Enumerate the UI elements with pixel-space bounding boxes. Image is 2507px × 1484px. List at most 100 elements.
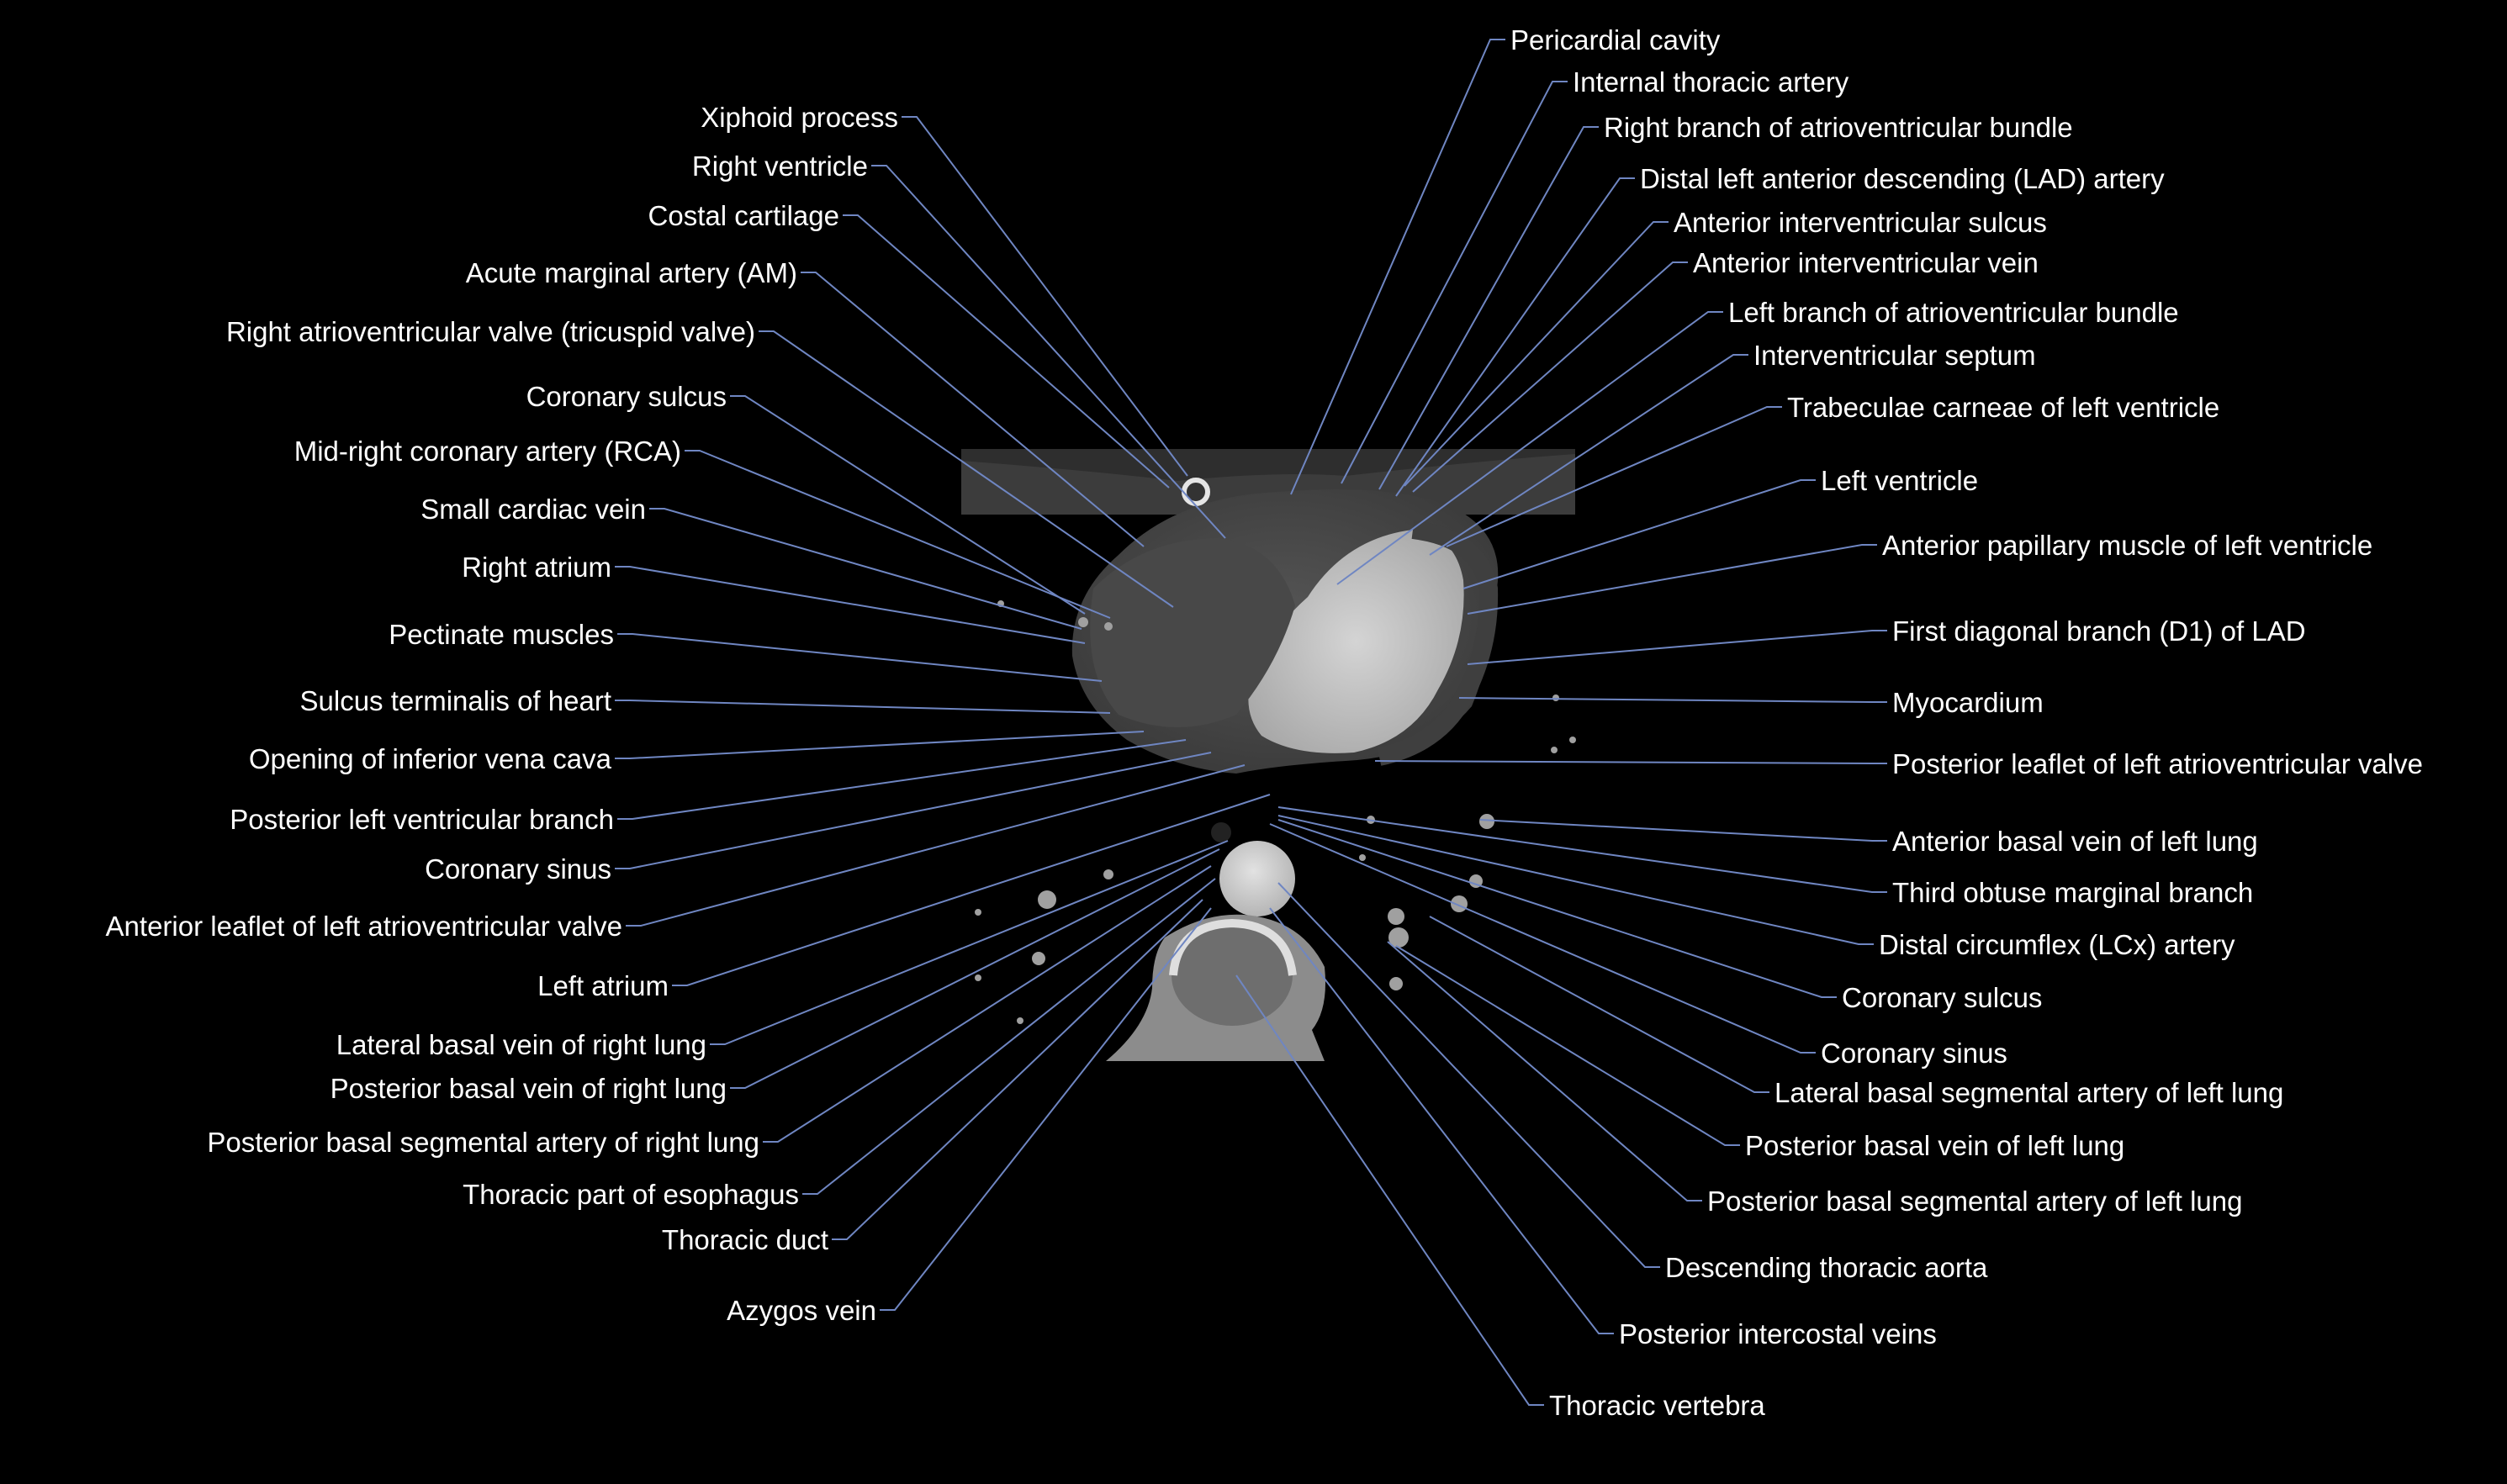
leader-line-right-trabeculae-carneae-of-left-ventricle xyxy=(1446,406,1782,547)
leader-line-right-posterior-leaflet-of-left-atrioventricular-valve xyxy=(1374,760,1887,764)
leader-line-left-xiphoid-process xyxy=(902,116,1188,477)
label-right-lateral-basal-segmental-artery-of-left-lung: Lateral basal segmental artery of left l… xyxy=(1774,1077,2283,1108)
leader-line-right-lateral-basal-segmental-artery-of-left-lung xyxy=(1429,916,1769,1093)
label-left-thoracic-part-of-esophagus: Thoracic part of esophagus xyxy=(463,1179,799,1210)
leader-line-right-thoracic-vertebra xyxy=(1235,974,1544,1406)
label-left-right-ventricle: Right ventricle xyxy=(692,151,868,182)
leader-line-right-coronary-sinus xyxy=(1269,823,1816,1054)
label-right-posterior-basal-vein-of-left-lung: Posterior basal vein of left lung xyxy=(1745,1130,2124,1161)
label-left-opening-of-inferior-vena-cava: Opening of inferior vena cava xyxy=(249,743,612,774)
leader-line-right-pericardial-cavity xyxy=(1290,39,1505,495)
label-right-coronary-sulcus: Coronary sulcus xyxy=(1842,982,2042,1013)
leader-line-left-costal-cartilage xyxy=(843,214,1170,489)
internal-thoracic-artery-ring xyxy=(1182,478,1210,506)
leader-line-right-right-branch-of-atrioventricular-bundle xyxy=(1378,126,1599,490)
label-left-posterior-basal-segmental-artery-of-right-lung: Posterior basal segmental artery of righ… xyxy=(207,1127,759,1158)
label-left-sulcus-terminalis-of-heart: Sulcus terminalis of heart xyxy=(300,685,612,716)
leader-line-right-anterior-papillary-muscle-of-left-ventricle xyxy=(1467,544,1877,615)
label-left-lateral-basal-vein-of-right-lung: Lateral basal vein of right lung xyxy=(336,1029,706,1060)
leader-line-left-coronary-sulcus xyxy=(730,395,1086,615)
label-right-posterior-intercostal-veins: Posterior intercostal veins xyxy=(1619,1318,1937,1349)
label-right-right-branch-of-atrioventricular-bundle: Right branch of atrioventricular bundle xyxy=(1604,112,2073,143)
leader-line-left-posterior-basal-vein-of-right-lung xyxy=(730,848,1220,1089)
leader-line-left-azygos-vein xyxy=(880,907,1212,1311)
leader-line-left-left-atrium xyxy=(672,794,1271,986)
label-left-xiphoid-process: Xiphoid process xyxy=(701,102,898,133)
label-right-posterior-basal-segmental-artery-of-left-lung: Posterior basal segmental artery of left… xyxy=(1707,1186,2243,1217)
label-right-myocardium: Myocardium xyxy=(1892,687,2044,718)
leader-line-right-first-diagonal-branch-d1-of-lad xyxy=(1467,630,1887,665)
label-right-left-ventricle: Left ventricle xyxy=(1821,465,1978,496)
esophagus-shape xyxy=(1211,822,1231,842)
leader-lines xyxy=(615,39,1887,1406)
label-right-anterior-interventricular-vein: Anterior interventricular vein xyxy=(1693,247,2039,278)
leader-line-left-posterior-basal-segmental-artery-of-right-lung xyxy=(763,865,1212,1143)
label-left-pectinate-muscles: Pectinate muscles xyxy=(389,619,614,650)
label-right-trabeculae-carneae-of-left-ventricle: Trabeculae carneae of left ventricle xyxy=(1787,392,2219,423)
leader-line-right-distal-circumflex-lcx-artery xyxy=(1277,815,1874,945)
vertebral-body xyxy=(1172,925,1293,1026)
label-right-distal-left-anterior-descending-lad-artery: Distal left anterior descending (LAD) ar… xyxy=(1640,163,2165,194)
label-right-anterior-interventricular-sulcus: Anterior interventricular sulcus xyxy=(1674,207,2047,238)
leader-line-left-posterior-left-ventricular-branch xyxy=(617,739,1187,820)
label-left-posterior-basal-vein-of-right-lung: Posterior basal vein of right lung xyxy=(331,1073,727,1104)
leader-line-left-opening-of-inferior-vena-cava xyxy=(615,731,1145,759)
label-right-first-diagonal-branch-d1-of-lad: First diagonal branch (D1) of LAD xyxy=(1892,615,2306,647)
leader-line-right-internal-thoracic-artery xyxy=(1341,81,1568,484)
ct-scan-image xyxy=(961,449,1576,1061)
label-right-descending-thoracic-aorta: Descending thoracic aorta xyxy=(1665,1252,1988,1283)
label-left-small-cardiac-vein: Small cardiac vein xyxy=(420,494,646,525)
label-left-azygos-vein: Azygos vein xyxy=(727,1295,876,1326)
leader-line-left-acute-marginal-artery-am xyxy=(801,272,1145,547)
leader-line-right-myocardium xyxy=(1458,697,1887,703)
label-right-coronary-sinus: Coronary sinus xyxy=(1821,1038,2007,1069)
label-right-distal-circumflex-lcx-artery: Distal circumflex (LCx) artery xyxy=(1879,929,2235,960)
leader-line-right-posterior-basal-segmental-artery-of-left-lung xyxy=(1387,941,1702,1201)
leader-line-left-coronary-sinus xyxy=(615,752,1212,869)
leader-line-left-pectinate-muscles xyxy=(617,633,1103,682)
leader-line-right-left-branch-of-atrioventricular-bundle xyxy=(1336,311,1723,585)
label-left-anterior-leaflet-of-left-atrioventricular-valve: Anterior leaflet of left atrioventricula… xyxy=(106,911,622,942)
label-left-thoracic-duct: Thoracic duct xyxy=(662,1224,828,1255)
label-left-posterior-left-ventricular-branch: Posterior left ventricular branch xyxy=(230,804,614,835)
label-right-posterior-leaflet-of-left-atrioventricular-valve: Posterior leaflet of left atrioventricul… xyxy=(1892,748,2423,779)
leader-line-left-thoracic-part-of-esophagus xyxy=(802,878,1216,1195)
leader-line-left-right-atrioventricular-valve-tricuspid-valve xyxy=(759,330,1174,608)
label-left-mid-right-coronary-artery-rca: Mid-right coronary artery (RCA) xyxy=(294,436,681,467)
leader-line-right-anterior-interventricular-vein xyxy=(1412,261,1688,493)
leader-line-left-small-cardiac-vein xyxy=(649,508,1082,630)
leader-line-left-anterior-leaflet-of-left-atrioventricular-valve xyxy=(626,764,1246,927)
label-right-internal-thoracic-artery: Internal thoracic artery xyxy=(1573,66,1849,98)
leader-line-left-lateral-basal-vein-of-right-lung xyxy=(710,840,1229,1045)
label-left-costal-cartilage: Costal cartilage xyxy=(648,200,839,231)
leader-line-right-posterior-basal-vein-of-left-lung xyxy=(1395,945,1740,1146)
left-ventricle-blood-pool xyxy=(1248,530,1464,753)
leader-line-left-sulcus-terminalis-of-heart xyxy=(615,700,1111,714)
label-right-interventricular-septum: Interventricular septum xyxy=(1753,340,2036,371)
label-left-coronary-sinus: Coronary sinus xyxy=(425,853,611,885)
leader-line-right-interventricular-septum xyxy=(1429,354,1748,556)
label-right-anterior-papillary-muscle-of-left-ventricle: Anterior papillary muscle of left ventri… xyxy=(1882,530,2372,561)
label-left-left-atrium: Left atrium xyxy=(537,970,669,1001)
leader-line-right-anterior-basal-vein-of-left-lung xyxy=(1479,819,1887,842)
leader-line-right-distal-left-anterior-descending-lad-artery xyxy=(1395,177,1635,497)
label-right-anterior-basal-vein-of-left-lung: Anterior basal vein of left lung xyxy=(1892,826,2258,857)
vertebral-cortex xyxy=(1169,918,1297,976)
leader-line-left-thoracic-duct xyxy=(832,899,1203,1240)
leader-line-left-mid-right-coronary-artery-rca xyxy=(685,450,1111,619)
leader-line-left-right-atrium xyxy=(615,566,1086,644)
leader-line-right-anterior-interventricular-sulcus xyxy=(1404,221,1669,487)
label-left-right-atrium: Right atrium xyxy=(462,552,611,583)
label-right-thoracic-vertebra: Thoracic vertebra xyxy=(1549,1390,1765,1421)
descending-aorta-shape xyxy=(1219,841,1295,916)
leader-line-left-right-ventricle xyxy=(871,165,1226,539)
leader-line-right-coronary-sulcus xyxy=(1277,819,1837,998)
leader-line-right-posterior-intercostal-veins xyxy=(1269,907,1614,1334)
leader-line-right-descending-thoracic-aorta xyxy=(1277,882,1660,1268)
label-right-pericardial-cavity: Pericardial cavity xyxy=(1510,24,1721,55)
label-right-third-obtuse-marginal-branch: Third obtuse marginal branch xyxy=(1892,877,2253,908)
leader-line-right-third-obtuse-marginal-branch xyxy=(1277,806,1887,893)
